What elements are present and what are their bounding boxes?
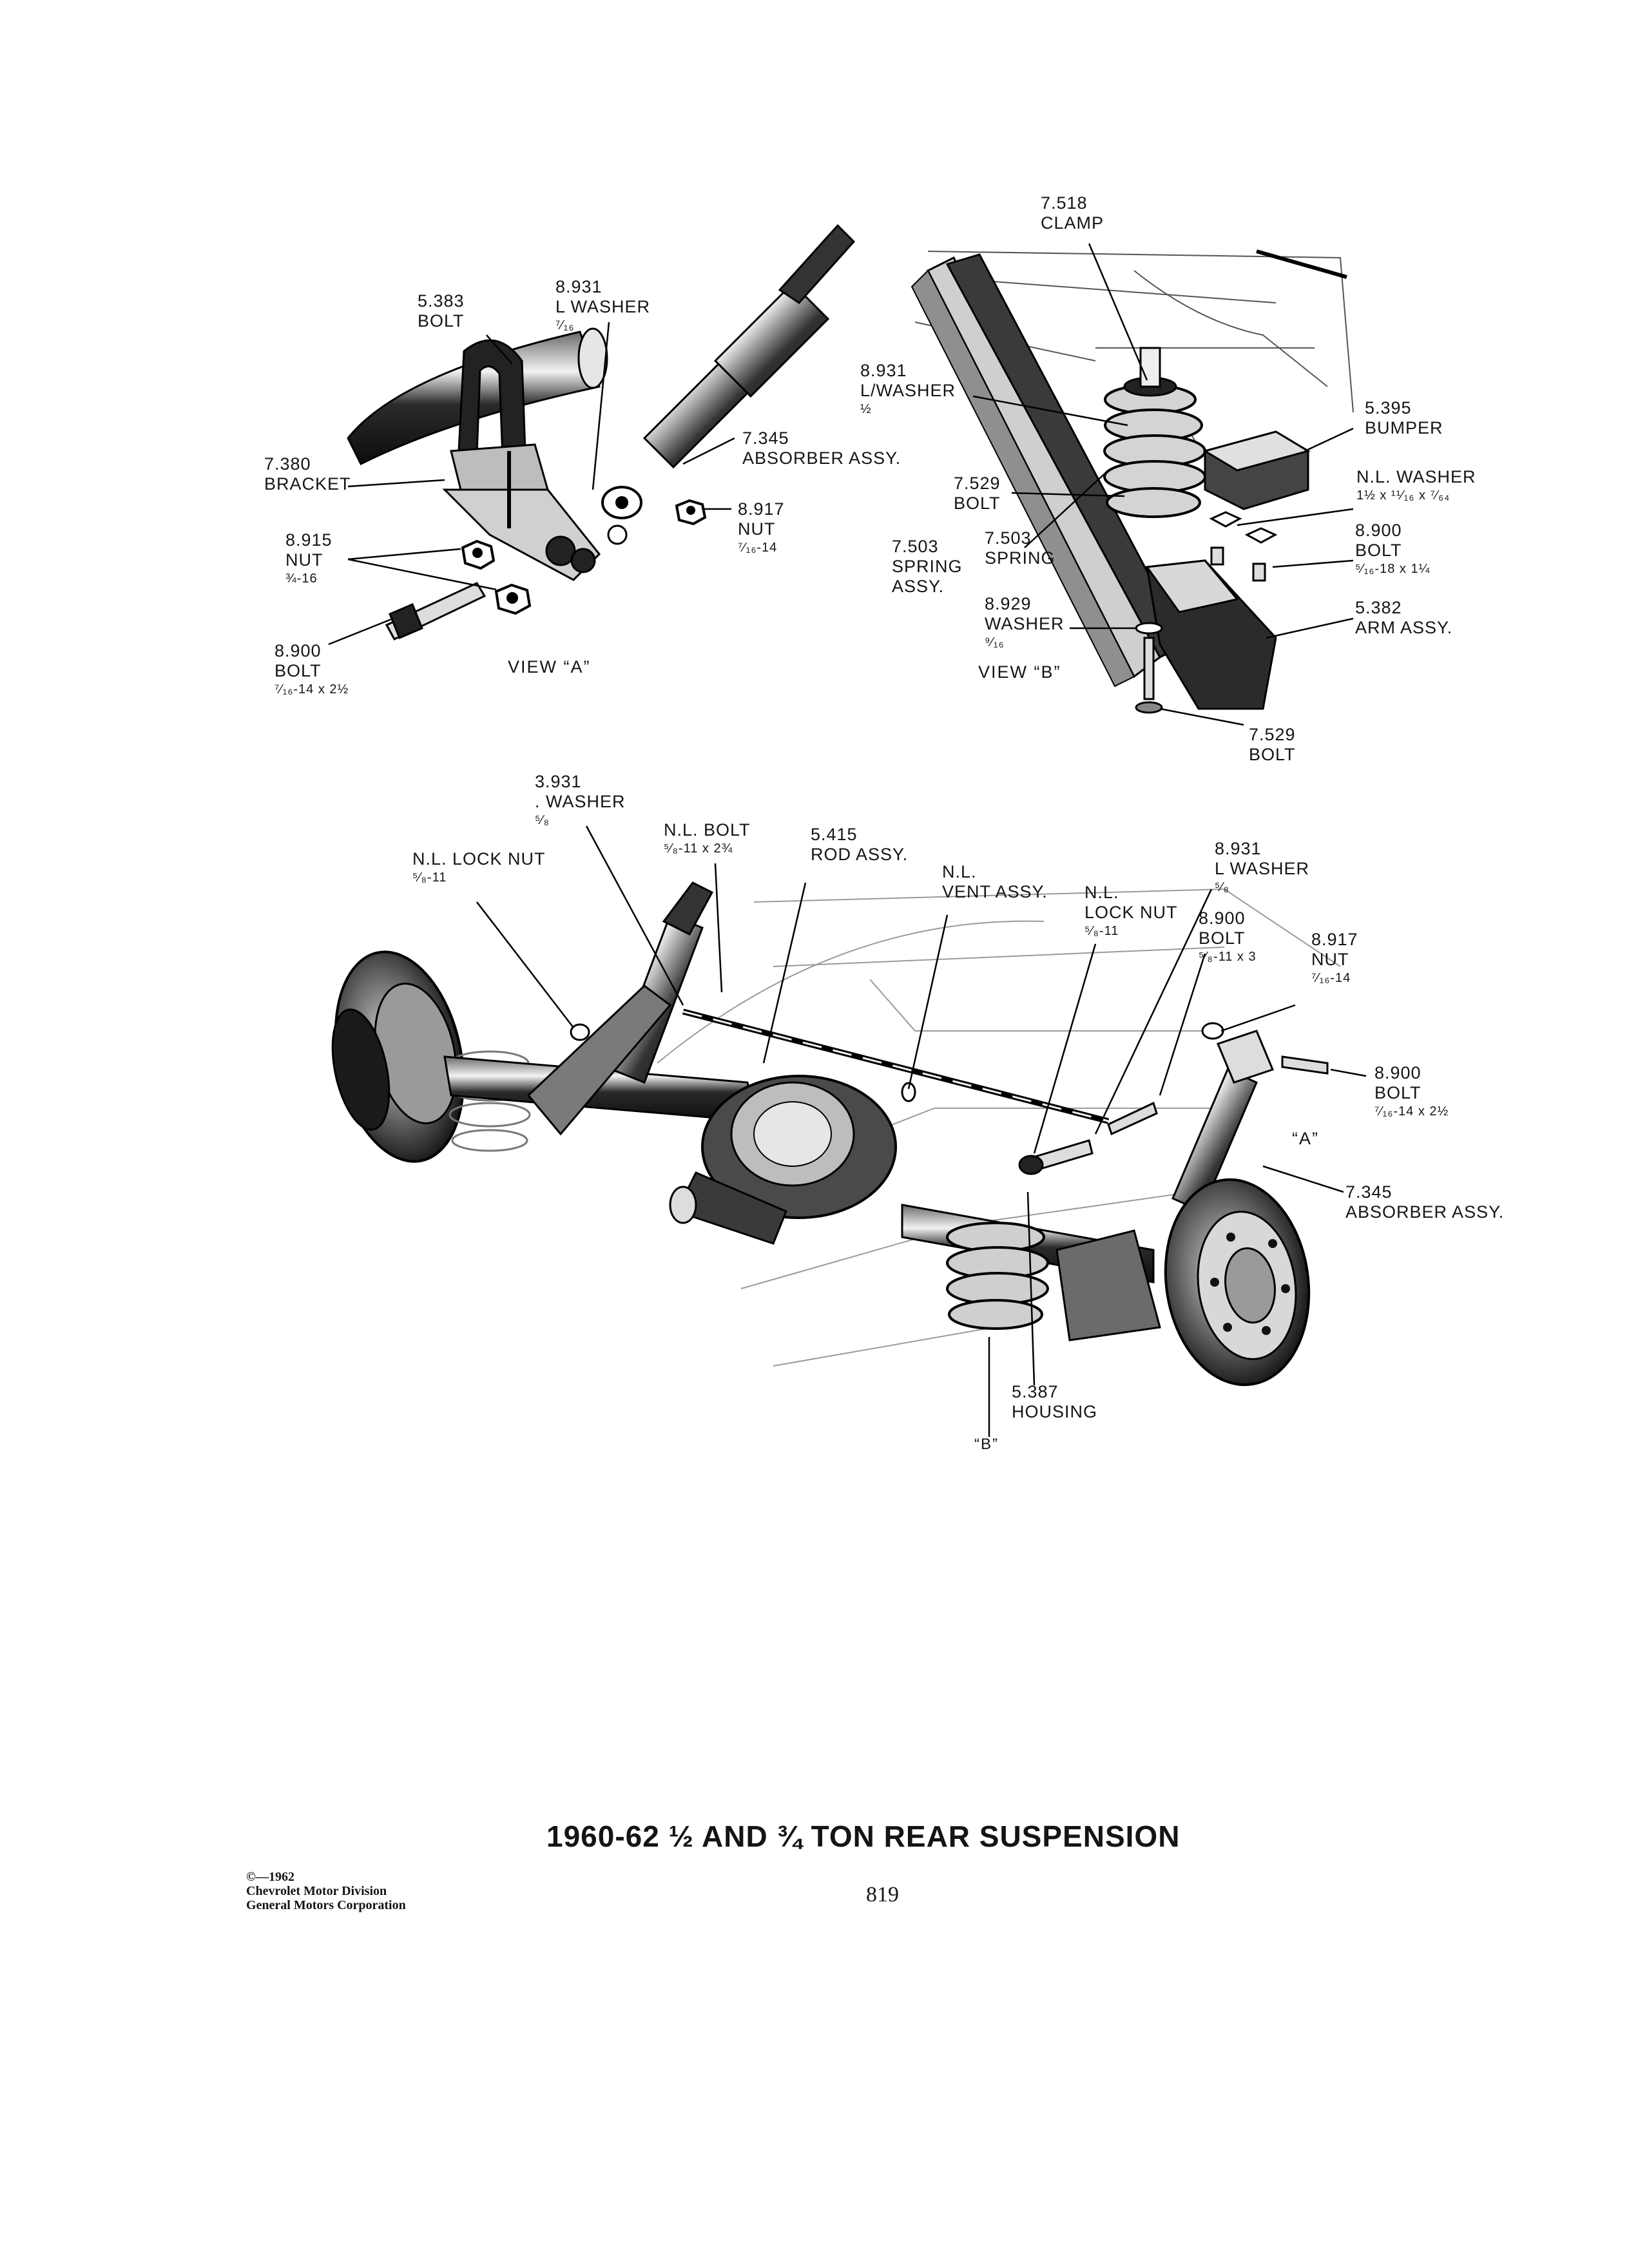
nut-icon [494,583,532,615]
page-title: 1960-62 ½ AND ¾ TON REAR SUSPENSION [546,1820,1181,1853]
marker-a: “A” [1292,1129,1319,1148]
view-a-caption: VIEW “A” [508,657,591,677]
callout-vent-nl: N.L.VENT ASSY. [942,862,1048,901]
marker-b: “B” [974,1436,999,1453]
nut-icon [675,499,707,526]
nut-icon [461,539,496,570]
view-b-illustration [911,243,1354,726]
view-b-caption: VIEW “B” [978,662,1061,682]
view-a-illustration [328,224,856,646]
axle-assembly-illustration [331,825,1367,1437]
page-number: 819 [866,1883,899,1907]
